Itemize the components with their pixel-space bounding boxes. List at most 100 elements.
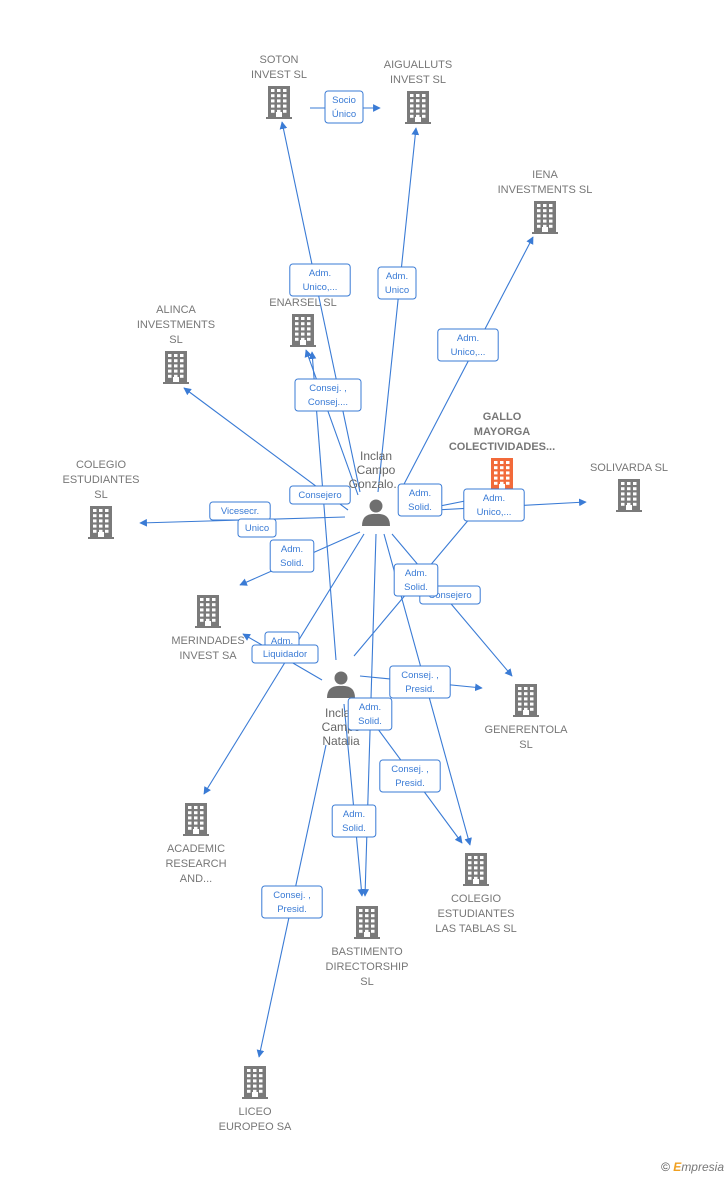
building-icon[interactable] xyxy=(616,479,642,512)
edge-label-natalia-to-gallo[interactable]: Adm.Solid. xyxy=(393,563,439,597)
edge-label-gonzalo-to-solivarda[interactable]: Adm.Unico,... xyxy=(463,488,525,522)
edge-label-box[interactable] xyxy=(437,328,499,362)
building-icon[interactable] xyxy=(513,684,539,717)
edge-label-gonzalo-to-alinca[interactable]: Vicesecr. xyxy=(209,501,271,521)
building-window xyxy=(410,99,414,103)
edge-label-box[interactable] xyxy=(269,539,315,573)
building-icon[interactable] xyxy=(532,201,558,234)
edge-label-gonzalo-to-soton[interactable]: Adm.Unico,... xyxy=(289,263,351,297)
edge-label-gonzalo-to-colegio_est[interactable]: Unico xyxy=(237,518,277,538)
edge-natalia-to-bastimento xyxy=(343,703,366,897)
edge-label-gonzalo-to-gallo[interactable]: Adm.Solid. xyxy=(397,483,443,517)
building-icon[interactable] xyxy=(489,458,515,491)
edge-label-gonzalo-to-merindades[interactable]: Adm.Solid. xyxy=(269,539,315,573)
building-window xyxy=(371,929,375,933)
building-window xyxy=(200,816,204,820)
person-icon[interactable] xyxy=(362,499,390,527)
building-icon[interactable] xyxy=(183,803,209,836)
node-gallo[interactable]: GALLOMAYORGACOLECTIVIDADES... xyxy=(449,411,555,491)
edge-label-box[interactable] xyxy=(294,378,362,412)
building-window xyxy=(259,1089,263,1093)
building-base xyxy=(88,537,114,539)
building-window xyxy=(93,514,97,518)
building-window xyxy=(301,317,305,320)
edge-label-box[interactable] xyxy=(389,665,451,699)
node-academic[interactable]: ACADEMICRESEARCHAND... xyxy=(165,803,227,885)
edge-label-box[interactable] xyxy=(324,90,364,124)
edge-label-natalia-to-liceo[interactable]: Consej. ,Presid. xyxy=(261,885,323,919)
building-icon[interactable] xyxy=(163,351,189,384)
edge-label-natalia-to-bastimento[interactable]: Adm.Solid. xyxy=(331,804,377,838)
building-icon[interactable] xyxy=(463,853,489,886)
edge-label-box[interactable] xyxy=(261,885,323,919)
edge-label-gonzalo-to-bastimento[interactable]: Adm.Solid. xyxy=(347,697,393,731)
building-window xyxy=(422,104,426,108)
node-gonzalo[interactable]: InclanCampoGonzalo... xyxy=(349,449,404,526)
edge-label-box[interactable] xyxy=(377,266,417,300)
edge-label-natalia-to-colegio_tablas[interactable]: Consej. ,Presid. xyxy=(379,759,441,793)
building-icon[interactable] xyxy=(354,906,380,939)
edge-label-box[interactable] xyxy=(331,804,377,838)
node-solivarda[interactable]: SOLIVARDA SL xyxy=(590,462,668,512)
edge-label-text: Unico xyxy=(385,285,409,296)
building-window xyxy=(416,114,420,118)
edge-label-box[interactable] xyxy=(289,485,351,505)
edge-label-text: Solid. xyxy=(280,558,304,569)
building-window xyxy=(474,861,478,865)
building-icon[interactable] xyxy=(405,91,431,124)
edge-label-natalia-to-generentola[interactable]: Consej. ,Presid. xyxy=(389,665,451,699)
node-label: AIGUALLUTS xyxy=(384,59,452,71)
building-window xyxy=(422,114,426,118)
edge-label-box[interactable] xyxy=(237,518,277,538)
building-window xyxy=(621,502,625,506)
building-icon[interactable] xyxy=(266,86,292,119)
edge-label-box[interactable] xyxy=(393,563,439,597)
building-window xyxy=(99,524,103,528)
building-icon[interactable] xyxy=(242,1066,268,1099)
building-window xyxy=(371,919,375,923)
building-window xyxy=(307,317,311,320)
edge-label-gonzalo-to-iena[interactable]: Adm.Unico,... xyxy=(437,328,499,362)
building-icon[interactable] xyxy=(290,314,316,347)
edge-label-text: Consejero xyxy=(428,590,471,601)
building-icon[interactable] xyxy=(88,506,114,539)
building-window xyxy=(99,529,103,533)
node-label: SL xyxy=(519,739,532,751)
edge-label-box[interactable] xyxy=(347,697,393,731)
edge-label-gonzalo-to-aigualluts[interactable]: Adm.Unico xyxy=(377,266,417,300)
node-enarsel[interactable]: ENARSEL SL xyxy=(269,297,337,347)
edge-label-box[interactable] xyxy=(289,263,351,297)
building-window xyxy=(524,707,528,711)
building-window xyxy=(99,519,103,523)
building-window xyxy=(494,471,498,475)
edge-label-box[interactable] xyxy=(379,759,441,793)
building-window xyxy=(480,861,484,865)
building-window xyxy=(200,826,204,830)
building-door xyxy=(364,932,370,938)
edge-label-gonzalo-to-academic[interactable]: Liquidador xyxy=(251,644,319,664)
building-icon[interactable] xyxy=(195,595,221,628)
edge-label-box[interactable] xyxy=(397,483,443,517)
building-window xyxy=(474,866,478,870)
edge-label-box[interactable] xyxy=(463,488,525,522)
person-icon[interactable] xyxy=(327,671,355,699)
building-window xyxy=(480,871,484,875)
node-label: Natalia xyxy=(322,734,360,748)
building-window xyxy=(253,1084,257,1088)
building-window xyxy=(283,109,287,113)
building-window xyxy=(530,697,534,701)
edge-label-gonzalo-to-enarsel[interactable]: Consej. ,Consej.... xyxy=(294,378,362,412)
edge-label-box[interactable] xyxy=(251,644,319,664)
edge-label-natalia-to-enarsel[interactable]: Consejero xyxy=(289,485,351,505)
